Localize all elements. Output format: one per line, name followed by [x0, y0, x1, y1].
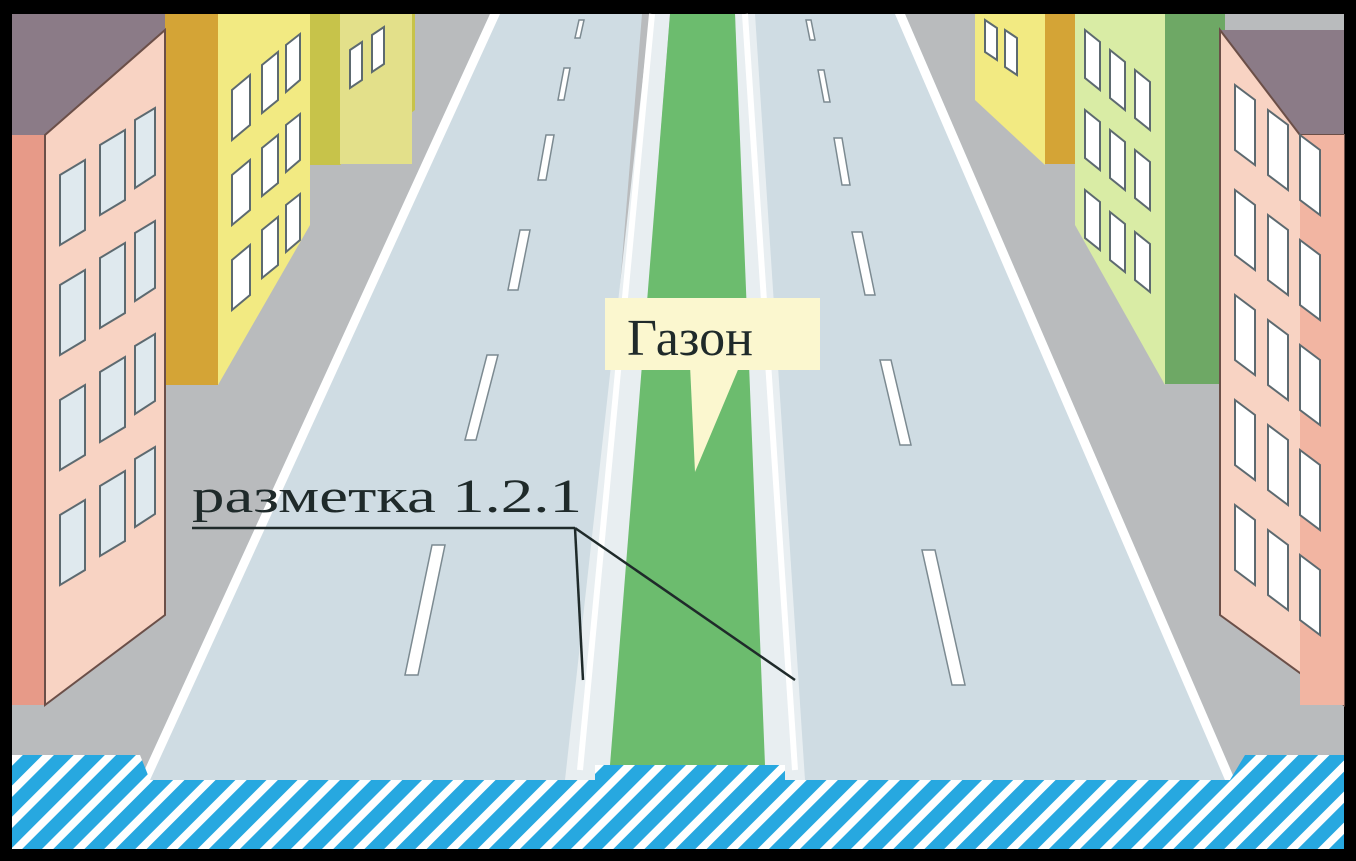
- building-ochre: [160, 14, 218, 385]
- leader-line-left: [573, 527, 585, 681]
- building-green-dark: [1165, 14, 1225, 384]
- marking-label: разметка 1.2.1: [192, 470, 582, 523]
- road-left: [140, 14, 642, 780]
- roof-left: [12, 14, 165, 135]
- windows-left: [59, 106, 156, 587]
- callout-box: [605, 298, 820, 370]
- illustration: [12, 13, 1345, 849]
- marking-callout: разметка 1.2.1: [192, 470, 796, 682]
- road-right: [740, 14, 1235, 780]
- building-pink-side: [12, 135, 45, 705]
- lawn-label: Газон: [627, 310, 753, 367]
- roof-right: [1220, 30, 1344, 135]
- solid-line-left: [577, 13, 655, 771]
- solid-line-right: [742, 13, 798, 771]
- callout-pointer: [690, 365, 740, 472]
- windows-left-yellow: [231, 25, 385, 313]
- dashed-lines: [404, 19, 966, 686]
- median-lawn: [610, 14, 765, 765]
- roadway: [140, 13, 1235, 780]
- windows-right: [984, 18, 1321, 637]
- foreground-hatch: [12, 755, 1344, 849]
- lawn-callout: Газон: [605, 298, 820, 472]
- leader-line-right: [574, 526, 796, 682]
